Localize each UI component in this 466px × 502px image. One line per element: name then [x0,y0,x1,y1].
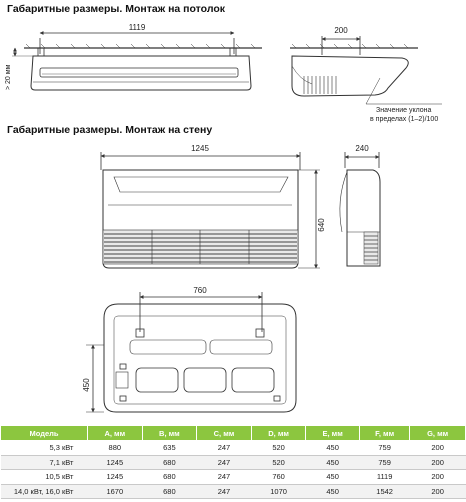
table-cell: 200 [409,484,466,499]
table-cell: 200 [409,455,466,470]
table-cell: 450 [305,440,360,456]
dimensions-table: Модель A, мм B, мм C, мм D, мм E, мм F, … [0,425,466,499]
dimension-drawings: 1119 > 20 мм 200 Значение уклона в преде… [5,23,442,413]
table-cell: 450 [305,455,360,470]
wall-depth-dimension: 240 [355,144,369,153]
table-cell: 1245 [87,469,143,485]
slope-note-line1: Значение уклона [376,107,432,114]
table-header-cell: G, мм [409,425,466,441]
table-cell: 1245 [87,455,143,470]
table-header-cell: E, мм [305,425,360,441]
table-cell: 450 [305,469,360,485]
table-row: 10,5 кВт 1245 680 247 760 450 1119 200 [0,469,466,485]
table-cell: 14,0 кВт, 16,0 кВт [0,484,88,499]
slope-note-line2: в пределах (1–2)/100 [370,116,438,123]
table-cell: 759 [359,440,410,456]
ceiling-side-dimension: 200 [334,26,348,35]
ceiling-width-dimension: 1119 [129,23,146,32]
table-cell: 5,3 кВт [0,440,88,456]
back-height-dimension: 450 [82,378,91,392]
table-header-cell: D, мм [250,425,307,441]
back-view [86,292,297,413]
table-cell: 759 [359,455,410,470]
wall-width-dimension: 1245 [191,144,209,153]
table-row: 14,0 кВт, 16,0 кВт 1670 680 247 1070 450… [0,484,466,499]
table-cell: 1670 [87,484,143,499]
table-cell: 680 [142,455,197,470]
table-header-cell: Модель [0,425,88,441]
min-gap-dimension: > 20 мм [5,64,12,90]
wall-height-dimension: 640 [317,218,326,232]
table-cell: 247 [196,484,252,499]
wall-side-view [339,152,381,267]
ceiling-side-view [290,36,442,105]
table-cell: 880 [87,440,143,456]
table-cell: 247 [196,469,252,485]
table-row: 5,3 кВт 880 635 247 520 450 759 200 [0,440,466,456]
table-cell: 450 [305,484,360,499]
table-cell: 1070 [251,484,306,499]
wall-mount-heading: Габаритные размеры. Монтаж на стену [7,124,213,136]
ceiling-front-view [12,31,262,91]
table-row: 7,1 кВт 1245 680 247 520 450 759 200 [0,455,466,470]
table-header-cell: C, мм [196,425,252,441]
table-cell: 760 [251,469,306,485]
table-cell: 200 [409,469,466,485]
table-cell: 247 [196,440,252,456]
ceiling-mount-heading: Габаритные размеры. Монтаж на потолок [7,3,226,15]
table-header-cell: B, мм [141,425,198,441]
table-cell: 520 [251,455,306,470]
table-cell: 7,1 кВт [0,455,88,470]
table-cell: 200 [409,440,466,456]
table-cell: 680 [142,469,197,485]
table-cell: 10,5 кВт [0,469,88,485]
table-cell: 247 [196,455,252,470]
table-cell: 1542 [359,484,410,499]
wall-front-view [100,152,320,269]
table-header-cell: A, мм [87,425,143,441]
table-header-row: Модель A, мм B, мм C, мм D, мм E, мм F, … [0,425,466,441]
table-cell: 635 [142,440,197,456]
back-width-dimension: 760 [193,286,207,295]
table-cell: 680 [142,484,197,499]
table-header-cell: F, мм [358,425,411,441]
table-cell: 1119 [359,469,410,485]
table-cell: 520 [251,440,306,456]
